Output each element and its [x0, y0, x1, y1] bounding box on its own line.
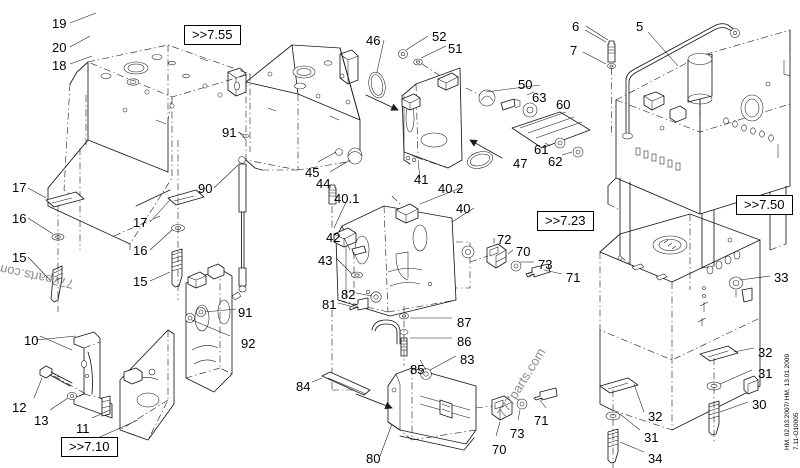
ladder-step-bottom — [311, 355, 558, 451]
callout-86-41[interactable]: 86 — [457, 334, 472, 349]
callout-70-32[interactable]: 70 — [516, 244, 531, 259]
fastener-stack-right — [699, 345, 755, 444]
callout-31-53[interactable]: 31 — [644, 430, 659, 445]
plate-60-group — [500, 91, 591, 158]
sheet-number: 7.11-O10005 — [793, 412, 800, 450]
callout-85-42[interactable]: 85 — [410, 362, 425, 377]
callout-5-7[interactable]: 5 — [636, 19, 644, 34]
callout-87-40[interactable]: 87 — [457, 315, 472, 330]
callout-80-58[interactable]: 80 — [366, 451, 381, 466]
reference-box-750[interactable]: >>7.50 — [736, 195, 793, 215]
callout-34-54[interactable]: 34 — [648, 451, 663, 466]
callout-42-29[interactable]: 42 — [326, 230, 341, 245]
reference-box-755[interactable]: >>7.55 — [184, 25, 241, 45]
fastener-stack-center-right — [599, 377, 645, 468]
callout-32-52[interactable]: 32 — [648, 409, 663, 424]
callout-40-2-20[interactable]: 40.2 — [438, 181, 464, 196]
callout-17-22[interactable]: 17 — [12, 180, 27, 195]
step-bracket — [33, 329, 175, 441]
callout-52-4[interactable]: 52 — [432, 29, 447, 44]
callout-83-43[interactable]: 83 — [460, 352, 475, 367]
callout-16-23[interactable]: 16 — [12, 211, 27, 226]
callout-31-50[interactable]: 31 — [758, 366, 773, 381]
callout-92-39[interactable]: 92 — [241, 336, 256, 351]
callout-72-31[interactable]: 72 — [497, 232, 512, 247]
callout-90-25[interactable]: 90 — [198, 181, 213, 196]
callout-62-17[interactable]: 62 — [548, 154, 563, 169]
leader-lines — [27, 12, 609, 457]
callout-70-57[interactable]: 70 — [492, 442, 507, 457]
callout-63-10[interactable]: 63 — [532, 90, 547, 105]
revision-note: HM, 02.03.2007/ HM, 13.01.2009 — [784, 353, 791, 450]
callout-73-33[interactable]: 73 — [538, 257, 553, 272]
callout-16-27[interactable]: 16 — [133, 243, 148, 258]
callout-61-16[interactable]: 61 — [534, 142, 549, 157]
fuel-tank-left — [47, 44, 251, 250]
callout-41-15[interactable]: 41 — [414, 172, 429, 187]
panel-41 — [365, 35, 503, 169]
callout-44-14[interactable]: 44 — [316, 176, 331, 191]
mount-plate-group-center — [167, 140, 205, 300]
callout-46-3[interactable]: 46 — [366, 33, 381, 48]
callout-17-26[interactable]: 17 — [133, 215, 148, 230]
callout-18-2[interactable]: 18 — [52, 58, 67, 73]
tank-lower-right — [599, 213, 771, 431]
callout-6-6[interactable]: 6 — [572, 19, 580, 34]
callout-20-1[interactable]: 20 — [52, 40, 67, 55]
callout-40-1-19[interactable]: 40.1 — [334, 191, 360, 206]
callout-12-46[interactable]: 12 — [12, 400, 27, 415]
callout-19-0[interactable]: 19 — [52, 16, 67, 31]
callout-7-8[interactable]: 7 — [570, 43, 578, 58]
callout-47-18[interactable]: 47 — [513, 156, 528, 171]
callout-30-51[interactable]: 30 — [752, 397, 767, 412]
frame-right — [607, 23, 791, 269]
callout-91-12[interactable]: 91 — [222, 125, 237, 140]
callout-51-5[interactable]: 51 — [448, 41, 463, 56]
callout-73-56[interactable]: 73 — [510, 426, 525, 441]
callout-50-9[interactable]: 50 — [518, 77, 533, 92]
panel-40 — [328, 184, 457, 391]
callout-33-35[interactable]: 33 — [774, 270, 789, 285]
callout-15-28[interactable]: 15 — [133, 274, 148, 289]
callout-84-44[interactable]: 84 — [296, 379, 311, 394]
callout-11-48[interactable]: 11 — [76, 421, 90, 436]
callout-81-36[interactable]: 81 — [322, 297, 337, 312]
callout-71-34[interactable]: 71 — [566, 270, 581, 285]
reference-box-723[interactable]: >>7.23 — [537, 211, 594, 231]
callout-82-37[interactable]: 82 — [341, 287, 356, 302]
callout-15-24[interactable]: 15 — [12, 250, 27, 265]
bolt-6-washer-7 — [582, 29, 679, 136]
callout-91-38[interactable]: 91 — [238, 305, 253, 320]
callout-10-45[interactable]: 10 — [24, 333, 39, 348]
side-bracket-91-92 — [185, 263, 237, 393]
callout-32-49[interactable]: 32 — [758, 345, 773, 360]
gas-strut — [231, 156, 247, 301]
mount-plate-group-left — [45, 95, 87, 312]
callout-43-30[interactable]: 43 — [318, 253, 333, 268]
fastener-set-70-73 — [456, 238, 563, 289]
callout-45-13[interactable]: 45 — [305, 165, 320, 180]
reference-box-710[interactable]: >>7.10 — [61, 437, 118, 457]
callout-13-47[interactable]: 13 — [34, 413, 49, 428]
hood-panel-center — [245, 44, 363, 173]
callout-71-55[interactable]: 71 — [534, 413, 549, 428]
callout-40-21[interactable]: 40 — [456, 201, 471, 216]
callout-60-11[interactable]: 60 — [556, 97, 571, 112]
